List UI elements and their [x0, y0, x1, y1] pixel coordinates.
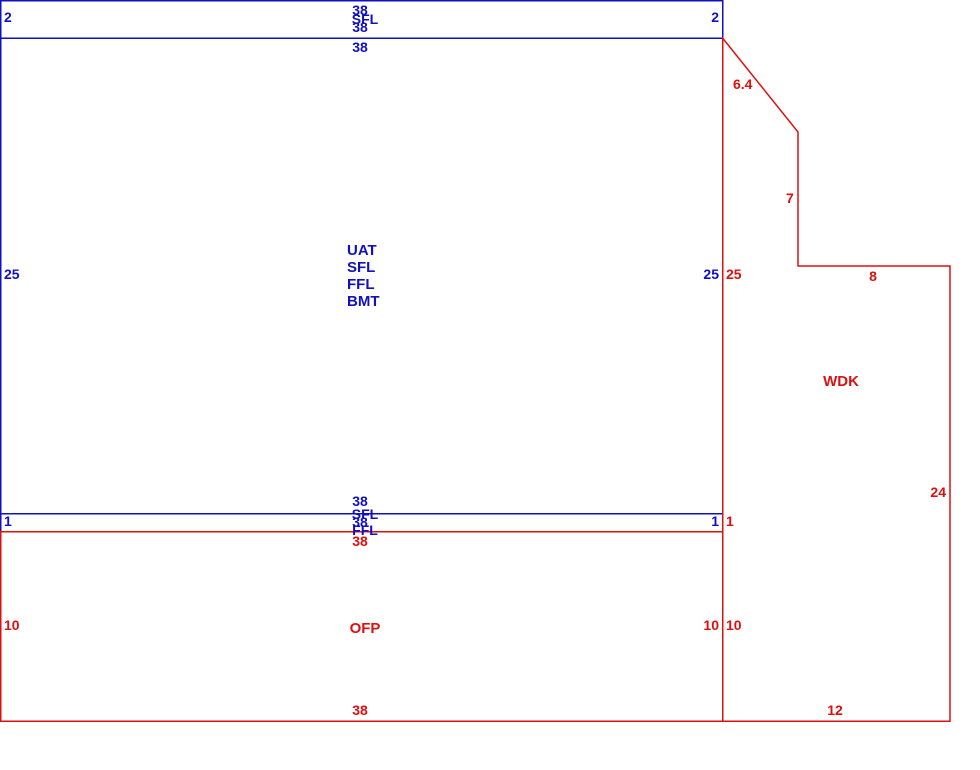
deck-diagonal-dim: 6.4 [733, 76, 753, 92]
lower-structure [0, 36, 951, 722]
main-area-top-dim: 38 [352, 39, 368, 55]
top-strip-area-code: SFL [352, 11, 379, 27]
main-area-left-dim: 25 [4, 266, 20, 282]
main-area-code-3: FFL [347, 276, 375, 293]
main-area-code-1: UAT [347, 242, 377, 259]
porch-right-dim: 10 [703, 617, 719, 633]
deck-left-mid-dim: 1 [726, 513, 734, 529]
mid-strip-right-dim: 1 [711, 513, 719, 529]
deck-step-horizontal-dim: 8 [869, 268, 877, 284]
main-area-code-4: BMT [347, 293, 380, 310]
deck-area-code: WDK [823, 373, 859, 390]
deck-left-lower-dim: 10 [726, 617, 742, 633]
main-area-code-2: SFL [347, 259, 375, 276]
deck-step-vertical-dim: 7 [786, 190, 794, 206]
main-area-right-dim: 25 [703, 266, 719, 282]
mid-strip-left-dim: 1 [4, 513, 12, 529]
mid-strip-lower-code: FFL [352, 522, 378, 538]
deck-outline [722, 36, 951, 722]
top-strip-top-dim: 38 [352, 2, 368, 18]
deck-bottom-dim: 12 [827, 702, 843, 718]
porch-bottom-dim: 38 [352, 702, 368, 718]
porch-top-dim: 38 [352, 533, 368, 549]
deck-left-upper-dim: 25 [726, 266, 742, 282]
top-strip-bottom-dim: 38 [352, 19, 368, 35]
main-area-bottom-dim: 38 [352, 493, 368, 509]
top-strip-right-dim: 2 [711, 9, 719, 25]
porch-left-dim: 10 [4, 617, 20, 633]
mid-strip-upper-code: SFL [352, 506, 379, 522]
deck-right-dim: 24 [930, 484, 946, 500]
top-strip-left-dim: 2 [4, 9, 12, 25]
mid-strip-middle-dim: 38 [352, 514, 368, 530]
porch-area-code: OFP [350, 620, 381, 637]
